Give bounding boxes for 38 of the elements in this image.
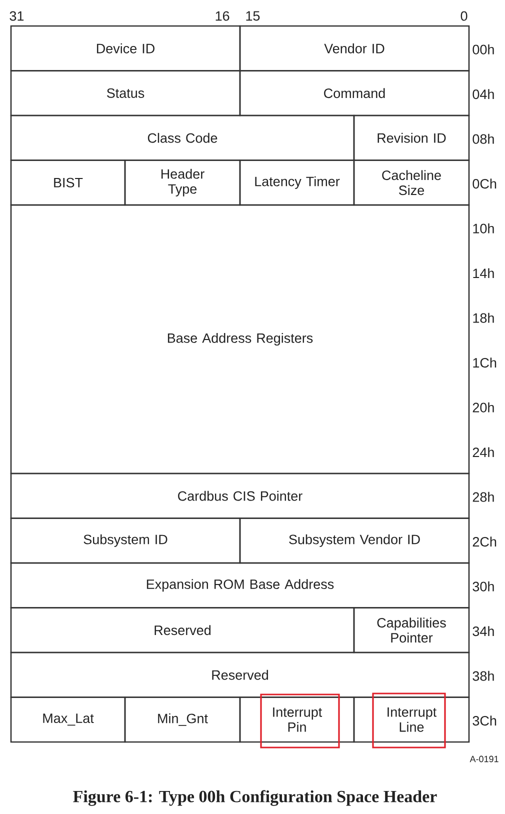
register-cell: Base Address Registers [10, 204, 470, 474]
offset-label: 10h [473, 223, 494, 234]
offset-label: 24h [472, 447, 494, 458]
register-cell: Max_Lat [10, 696, 126, 743]
offset-label: 38h [472, 670, 494, 681]
register-cell: Interrupt Line [353, 696, 470, 743]
register-cell: Min_Gnt [124, 696, 241, 743]
register-cell: Command [239, 70, 470, 116]
offset-label: 0Ch [472, 178, 496, 189]
register-cell: Vendor ID [239, 25, 470, 72]
register-cell: Subsystem ID [10, 518, 241, 564]
register-cell: Reserved [10, 607, 355, 654]
register-cell: Header Type [124, 160, 241, 206]
register-cell: Cacheline Size [353, 160, 470, 206]
offset-label: 2Ch [472, 536, 496, 547]
figure-caption: Figure 6-1: Type 00h Configuration Space Header [73, 790, 437, 806]
figure-code: A-0191 [470, 756, 498, 762]
offset-label: 08h [472, 134, 494, 144]
register-cell: Class Code [10, 114, 355, 161]
offset-label: 28h [472, 492, 494, 502]
register-cell: Revision ID [353, 114, 470, 161]
register-cell: BIST [10, 160, 126, 206]
offset-label: 04h [472, 89, 494, 100]
register-cell: Device ID [10, 25, 241, 72]
register-cell: Status [10, 70, 241, 116]
offset-label: 34h [472, 626, 494, 636]
offset-label: 3Ch [472, 716, 496, 726]
register-cell: Subsystem Vendor ID [239, 518, 470, 564]
bit-number: 15 [246, 11, 260, 21]
register-cell: Expansion ROM Base Address [10, 562, 470, 608]
register-cell: Capabilities Pointer [353, 607, 470, 654]
register-cell: Cardbus CIS Pointer [10, 472, 470, 519]
bit-number: 16 [216, 11, 230, 21]
register-cell: Latency Timer [239, 160, 355, 206]
register-cell: Reserved [10, 652, 470, 698]
offset-label: 30h [472, 581, 494, 592]
offset-label: 00h [472, 44, 494, 54]
register-cell: Interrupt Pin [239, 696, 355, 743]
